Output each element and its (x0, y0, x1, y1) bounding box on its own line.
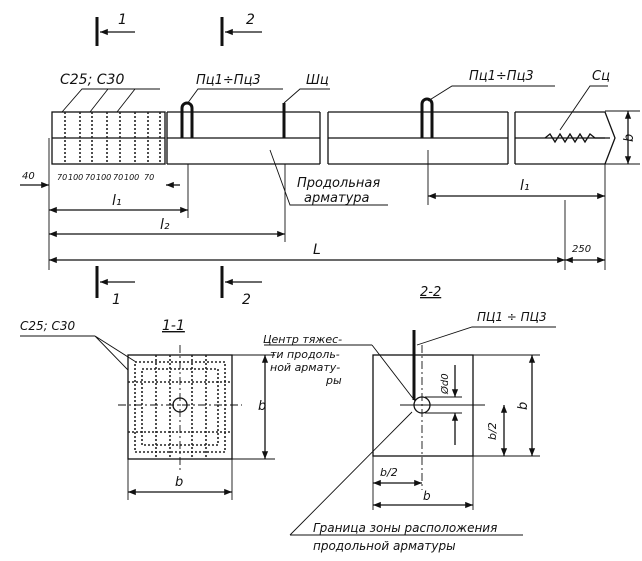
drawing-label: Ød0 (439, 373, 451, 395)
drawing-label: b/2 (380, 466, 398, 479)
drawing-label: b/2 (486, 422, 499, 440)
drawing-label: 70 (57, 173, 67, 182)
lifting-loop-left (180, 101, 194, 138)
drawing-label: ры (325, 374, 342, 387)
drawing-label: 100 (68, 173, 83, 182)
drawing-label: ной армату- (270, 361, 340, 374)
drawing-label: l₁ (520, 178, 530, 194)
drawing-label: 100 (124, 173, 139, 182)
drawing-label: l₂ (160, 217, 170, 233)
pile-elevation (51, 97, 616, 165)
drawing-label: Сц (592, 69, 610, 84)
drawing-label: С25; С30 (20, 319, 76, 333)
section-mark-2-top: 2 (220, 12, 262, 46)
drawing-label: b (622, 134, 637, 142)
drawing-label: b (423, 489, 431, 503)
drawing-label: 1 (118, 12, 127, 28)
drawing-label: 100 (96, 173, 111, 182)
drawing-label: Продольная (297, 176, 380, 191)
drawing-label: С25; С30 (60, 72, 124, 88)
drawing-label: 2 (242, 292, 251, 308)
section-mark-1-bottom: 1 (95, 266, 135, 308)
lifting-loop-right (420, 97, 434, 138)
drawing-label: ПЦ1 ÷ ПЦ3 (477, 310, 547, 324)
drawing-label: продольной арматуры (313, 539, 456, 553)
section-mark-2-bottom: 2 (220, 266, 262, 308)
drawing-label: 70 (113, 173, 123, 182)
drawing-label: b (175, 475, 183, 490)
drawing-label: l₁ (112, 193, 122, 209)
drawing-label: Пц1÷Пц3 (469, 69, 534, 84)
drawing-label: 2 (246, 12, 255, 28)
section-1-1: 1-1 С25; С30 b b (20, 318, 275, 500)
section-2-2: 2-2 ПЦ1 ÷ ПЦ3 Центр тяжес- ти продоль- н… (263, 285, 556, 553)
drawing-label: b (516, 402, 531, 410)
drawing-label: 250 (572, 244, 591, 255)
drawing-label: 1 (112, 292, 121, 308)
drawing-label: 1-1 (162, 318, 185, 334)
drawing-label: b (258, 399, 266, 414)
overall-dimensions: l₁ l₂ L l₁ 250 (48, 138, 606, 270)
drawing-label: 2-2 (420, 285, 441, 300)
drawing-label: Граница зоны расположения (313, 521, 497, 535)
drawing-label: Центр тяжес- (263, 333, 342, 346)
drawing-label: ти продоль- (270, 348, 340, 361)
drawing-label: 40 (22, 171, 35, 182)
elevation-labels: С25; С30 Пц1÷Пц3 Шц Пц1÷Пц3 Сц Продольна… (60, 69, 640, 206)
drawing-label: 70 (85, 173, 95, 182)
drawing-label: Пц1÷Пц3 (196, 73, 261, 88)
pitch-dimensions: 70 100 70 100 70 100 70 40 (20, 171, 180, 189)
drawing-label: 70 (144, 173, 154, 182)
section-mark-1-top: 1 (95, 12, 135, 46)
drawing-label: Шц (306, 73, 329, 88)
drawing-label: арматура (304, 191, 370, 206)
drawing-label: L (313, 242, 321, 258)
